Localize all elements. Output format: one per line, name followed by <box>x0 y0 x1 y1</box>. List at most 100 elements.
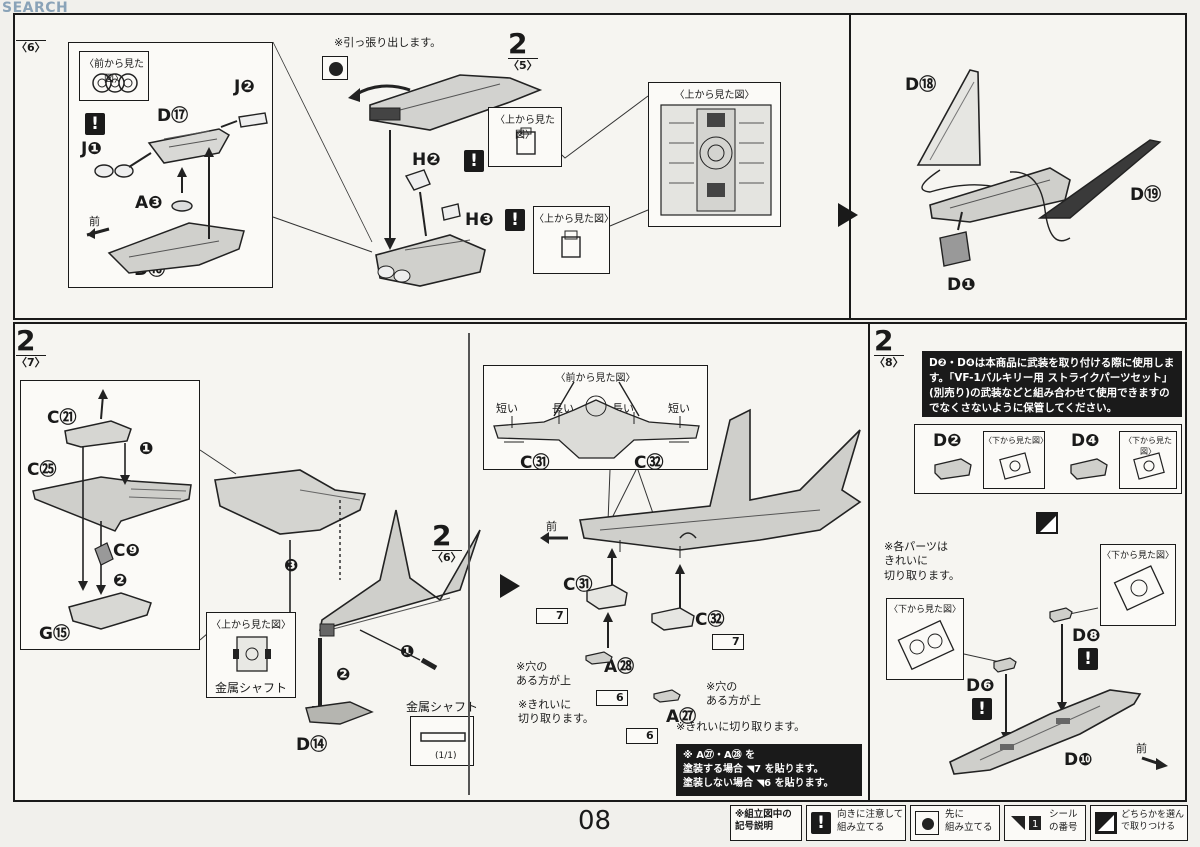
part-label-j2: J❷ <box>234 77 255 97</box>
part-c31-drawing <box>586 584 628 610</box>
bottom-view-title-d4: 〈下から見た図〉 <box>1124 436 1172 456</box>
arrows-c31-c32 <box>603 548 685 648</box>
part-label-d2: D❷ <box>933 431 962 451</box>
bottom-view-box-d8: 〈下から見た図〉 <box>1100 544 1176 626</box>
top-view-cockpit-drawing <box>660 104 772 216</box>
first-assemble-icon-box <box>322 56 348 80</box>
part-label-d6: D❻ <box>966 676 995 696</box>
assembly-drawing-main-body <box>579 408 862 558</box>
part-label-c31: C㉛ <box>563 575 593 595</box>
detail-box-step-6: 〈前から見た図〉 ! D⑰ J❷ J❶ A❸ D⑯ 前 <box>68 42 273 288</box>
sticker-number-6-right: 6 <box>646 729 654 742</box>
legend-first-text: 先に 組み立てる <box>945 809 993 833</box>
step-ref-2-6: 2 〈6〉 <box>432 519 462 564</box>
legend-sticker-icon: 1 <box>1011 816 1041 830</box>
front-view-box-c31-c32: 〈前から見た図〉 短い 長い 長い 短い C㉛ C㉜ <box>483 365 708 473</box>
part-a28-drawing <box>585 651 613 665</box>
bottom-view-box-d6: 〈下から見た図〉 <box>886 598 964 680</box>
pull-out-note: ※引っ張り出します。 <box>334 36 442 49</box>
watermark: SEARCH <box>2 0 69 16</box>
assembly-drawing-tail-fins <box>916 69 1162 267</box>
part-label-d14: D⑭ <box>296 735 328 755</box>
divider-bottom <box>868 322 870 802</box>
bottom-view-title-d8: 〈下から見た図〉 <box>1101 551 1174 561</box>
part-label-d18: D⑱ <box>905 75 937 95</box>
note-each-part: ※各パーツは きれいに 切り取ります。 <box>884 540 960 582</box>
part-label-c9: C❾ <box>113 541 140 561</box>
part-label-d4: D❹ <box>1071 431 1100 451</box>
legend-sticker: 1 シール の番号 <box>1004 805 1086 841</box>
detail-box-step-7: C㉑ C㉕ C❾ G⑮ ❶ ❸ ❷ <box>20 380 200 650</box>
part-label-d10: D❿ <box>1064 750 1093 770</box>
part-label-a3: A❸ <box>135 193 163 213</box>
top-view-title-h3: 〈上から見た図〉 <box>534 214 614 225</box>
step-2-5: 2 〈5〉 <box>508 27 538 72</box>
legend-first-icon <box>915 811 939 835</box>
front-arrow-middle <box>540 532 568 544</box>
label-short-left: 短い <box>496 402 518 415</box>
part-d2-drawing <box>934 458 972 480</box>
legend-choose-text: どちらかを選ん で取りつける <box>1121 810 1185 833</box>
part-label-h3: H❸ <box>465 210 494 230</box>
bottom-view-title-d6: 〈下から見た図〉 <box>888 605 961 615</box>
shaft-scale-box: (1/1) <box>410 716 474 766</box>
legend-first: 先に 組み立てる <box>910 805 1000 841</box>
note-cut-clean-right: ※きれいに切り取ります。 <box>676 720 806 733</box>
front-view-title-middle: 〈前から見た図〉 <box>555 373 636 384</box>
front-direction-label-middle: 前 <box>546 520 557 533</box>
bottom-view-title-d2: 〈下から見た図〉 <box>984 436 1048 445</box>
top-view-box-shaft: 〈上から見た図〉 金属シャフト <box>206 612 296 698</box>
part-a27-drawing <box>653 689 681 703</box>
legend-choose-icon <box>1095 812 1117 834</box>
front-view-wing-drawing <box>493 381 700 459</box>
sticker-ref-6-left <box>596 690 628 706</box>
assembly-drawing-step-6 <box>86 112 268 274</box>
legend-title: ※組立図中の 記号説明 <box>735 809 792 833</box>
shaft-scale: (1/1) <box>435 751 457 761</box>
front-view-box: 〈前から見た図〉 <box>79 51 149 101</box>
part-label-h2: H❷ <box>412 150 441 170</box>
step-sub-6: 〈6〉 <box>16 40 46 54</box>
top-view-title-large: 〈上から見た図〉 <box>674 90 755 101</box>
top-view-box-h3: 〈上から見た図〉 <box>533 206 614 274</box>
paint-sticker-note: ※ A㉗・A㉘ を 塗装する場合 ◥7 を貼ります。 塗装しない場合 ◥6 を貼… <box>676 744 862 796</box>
sticker-number-7-right: 7 <box>732 635 740 648</box>
top-view-title-shaft: 〈上から見た図〉 <box>211 620 291 631</box>
sticker-number-7-left: 7 <box>556 609 564 622</box>
part-d4-drawing <box>1070 458 1108 480</box>
page-number: 08 <box>578 806 612 836</box>
note-cut-clean-left: ※きれいに 切り取ります。 <box>518 698 594 726</box>
legend-choose: どちらかを選ん で取りつける <box>1090 805 1188 841</box>
warning-icon-d8: ! <box>1078 648 1098 670</box>
legend-title-box: ※組立図中の 記号説明 <box>730 805 802 841</box>
divider-top <box>849 13 851 320</box>
part-label-d19: D⑲ <box>1130 185 1162 205</box>
step-2-8: 2 〈8〉 <box>874 324 904 369</box>
svg-text:1: 1 <box>1032 819 1038 830</box>
shaft-label-large: 金属シャフト <box>406 700 479 714</box>
assembly-drawing-wing-body <box>214 469 481 725</box>
assembly-drawing-step-7 <box>32 389 192 630</box>
shaft-label-small: 金属シャフト <box>215 681 288 695</box>
step-marker-2b: ❷ <box>336 665 351 685</box>
warning-icon-h2: ! <box>464 150 484 172</box>
step-marker-1b: ❶ <box>400 642 415 662</box>
top-view-title-h2: 〈上から見た図〉 <box>495 115 555 141</box>
choose-one-icon <box>1036 512 1058 534</box>
part-label-d17: D⑰ <box>157 106 189 126</box>
step-marker-3b: ❸ <box>284 556 299 576</box>
part-label-c32-front: C㉜ <box>634 453 664 473</box>
legend-warning-icon: ! <box>811 812 831 834</box>
top-view-box-h2: 〈上から見た図〉 <box>488 107 562 167</box>
step-marker-2: ❷ <box>113 571 128 591</box>
part-label-c31-front: C㉛ <box>520 453 550 473</box>
step-2-7: 2 〈7〉 <box>16 324 46 369</box>
part-label-d1: D❶ <box>947 275 976 295</box>
note-hole-up-right: ※穴の ある方が上 <box>706 680 761 708</box>
legend-warning-text: 向きに注意して 組み立てる <box>837 809 904 833</box>
part-label-c21: C㉑ <box>47 408 77 428</box>
front-direction-label: 前 <box>89 215 100 228</box>
warning-icon: ! <box>85 113 105 135</box>
bottom-view-box-d4: 〈下から見た図〉 <box>1119 431 1177 489</box>
sticker-ref-7-right <box>712 634 744 650</box>
